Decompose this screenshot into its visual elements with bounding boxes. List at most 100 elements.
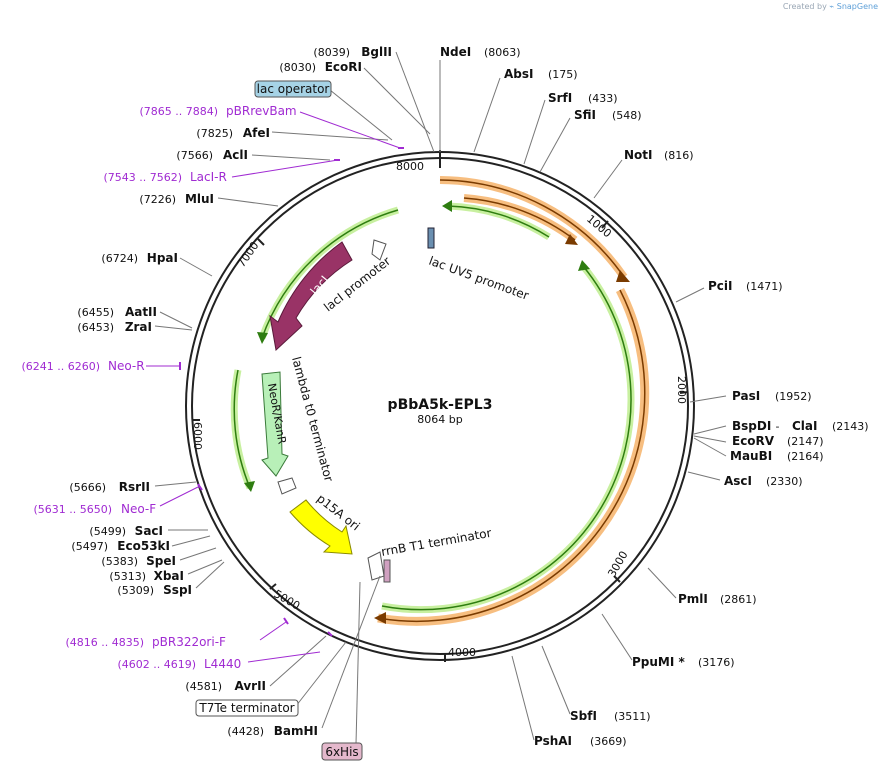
site-label-pmli: PmlI (2861) bbox=[678, 592, 757, 606]
site-pos: (2330) bbox=[766, 475, 803, 488]
site-name: EcoRV bbox=[732, 434, 775, 448]
site-name: PmlI bbox=[678, 592, 708, 606]
site-label-bamhi: (4428) BamHI bbox=[227, 724, 318, 738]
lambda-t0-terminator-label: lambda t0 terminator bbox=[289, 355, 336, 483]
his-tag-box: 6xHis bbox=[321, 742, 363, 761]
site-label-saci: (5499) SacI bbox=[89, 524, 163, 538]
site-pos: (2147) bbox=[787, 435, 824, 448]
site-name: PpuMI * bbox=[632, 655, 686, 669]
plasmid-name: pBbA5k-EPL3 bbox=[388, 397, 493, 413]
tick-label-7000: 7000 bbox=[235, 239, 262, 269]
site-label-ecori: (8030) EcoRI bbox=[279, 60, 362, 74]
site-label-noti: NotI (816) bbox=[624, 148, 694, 162]
primer-name: LacI-R bbox=[190, 170, 227, 184]
site-label-aatii: (6455) AatII bbox=[77, 305, 157, 319]
site-pos: (6455) bbox=[77, 306, 114, 319]
site-name: SfiI bbox=[574, 108, 596, 122]
tick-label-6000: 6000 bbox=[191, 422, 204, 450]
primer-label-laci-r: (7543 .. 7562) LacI-R bbox=[103, 170, 226, 184]
site-pos: (816) bbox=[664, 149, 694, 162]
lambda-terminator-arrow bbox=[277, 477, 297, 495]
site-name: AbsI bbox=[504, 67, 533, 81]
site-label-ppumi: PpuMI * (3176) bbox=[632, 655, 735, 669]
site-pos: (5497) bbox=[71, 540, 108, 553]
lac-operator-label: lac operator bbox=[257, 82, 330, 96]
primer-name: pBRrevBam bbox=[226, 104, 297, 118]
site-pos: (548) bbox=[612, 109, 642, 122]
site-pos: (7825) bbox=[196, 127, 233, 140]
credit-brand: SnapGene bbox=[836, 2, 878, 11]
primer-label-neo-f: (5631 .. 5650) Neo-F bbox=[33, 502, 156, 516]
site-label-srfi: SrfI (433) bbox=[548, 91, 618, 105]
site-label-afei: (7825) AfeI bbox=[196, 126, 270, 140]
t7te-terminator-box: T7Te terminator bbox=[195, 699, 299, 717]
site-label-sfii: SfiI (548) bbox=[574, 108, 642, 122]
site-label-avrii: (4581) AvrII bbox=[185, 679, 266, 693]
site-name: PshAI bbox=[534, 734, 572, 748]
site-name: BamHI bbox=[274, 724, 318, 738]
site-name: SpeI bbox=[146, 554, 176, 568]
leader-lines bbox=[154, 51, 727, 745]
snapgene-credit: Created by ⌁ SnapGene bbox=[783, 2, 878, 11]
site-label-zrai: (6453) ZraI bbox=[77, 320, 152, 334]
site-name: MauBI bbox=[730, 449, 772, 463]
primer-pos: (4816 .. 4835) bbox=[65, 636, 144, 649]
site-pos: (433) bbox=[588, 92, 618, 105]
primer-name: pBR322ori-F bbox=[152, 635, 226, 649]
primer-label-pbr322ori-f: (4816 .. 4835) pBR322ori-F bbox=[65, 635, 226, 649]
site-name: AclI bbox=[223, 148, 248, 162]
site-name: PciI bbox=[708, 279, 733, 293]
primer-marks bbox=[179, 147, 404, 637]
site-pos: (2143) bbox=[832, 420, 869, 433]
site-sep: - bbox=[772, 420, 783, 433]
site-pos: (175) bbox=[548, 68, 578, 81]
tick-label-8000: 8000 bbox=[396, 160, 424, 173]
site-label-mlui: (7226) MluI bbox=[139, 192, 214, 206]
site-label-sbfi: SbfI (3511) bbox=[570, 709, 651, 723]
site-name: RsrII bbox=[119, 480, 150, 494]
primer-label-l4440: (4602 .. 4619) L4440 bbox=[117, 657, 241, 671]
primer-pos: (5631 .. 5650) bbox=[33, 503, 112, 516]
primer-label-pbrrevbam: (7865 .. 7884) pBRrevBam bbox=[139, 104, 296, 118]
site-name: SspI bbox=[163, 583, 192, 597]
site-pos: (3176) bbox=[698, 656, 735, 669]
primer-pos: (7865 .. 7884) bbox=[139, 105, 218, 118]
site-pos: (1471) bbox=[746, 280, 783, 293]
site-label-eco53ki: (5497) Eco53kI bbox=[71, 539, 170, 553]
his-tag-label: 6xHis bbox=[325, 745, 358, 759]
rrnb-terminator-label: rrnB T1 terminator bbox=[380, 526, 492, 559]
site-name-2: ClaI bbox=[792, 419, 817, 433]
credit-prefix: Created by bbox=[782, 2, 827, 11]
site-pos: (3511) bbox=[614, 710, 651, 723]
site-name: SrfI bbox=[548, 91, 572, 105]
site-label-acli: (7566) AclI bbox=[176, 148, 248, 162]
site-name: PasI bbox=[732, 389, 760, 403]
primer-label-neo-r: (6241 .. 6260) Neo-R bbox=[21, 359, 144, 373]
site-pos: (7566) bbox=[176, 149, 213, 162]
site-name: EcoRI bbox=[325, 60, 362, 74]
site-name: AatII bbox=[125, 305, 157, 319]
site-pos: (5666) bbox=[69, 481, 106, 494]
site-pos: (7226) bbox=[139, 193, 176, 206]
neor-feature: NeoR/KanR bbox=[261, 371, 289, 477]
site-pos: (8030) bbox=[279, 61, 316, 74]
site-name: ZraI bbox=[125, 320, 152, 334]
orf-arcs bbox=[374, 176, 650, 626]
site-name: XbaI bbox=[154, 569, 184, 583]
primer-name: Neo-R bbox=[108, 359, 145, 373]
site-pos: (6724) bbox=[101, 252, 138, 265]
snapgene-logo-icon: ⌁ bbox=[829, 2, 835, 11]
t7te-terminator-label: T7Te terminator bbox=[198, 701, 294, 715]
site-name: SbfI bbox=[570, 709, 597, 723]
lac-uv5-promoter-label: lac UV5 promoter bbox=[427, 254, 531, 303]
lac-uv5-promoter-glyph bbox=[427, 227, 435, 249]
site-pos: (4428) bbox=[227, 725, 264, 738]
primer-leader-lines bbox=[146, 111, 401, 663]
laci-promoter-arrow bbox=[371, 239, 387, 261]
site-pos: (6453) bbox=[77, 321, 114, 334]
site-name: NotI bbox=[624, 148, 653, 162]
primer-pos: (4602 .. 4619) bbox=[117, 658, 196, 671]
tick-label-2000: 2000 bbox=[675, 376, 688, 404]
tick-marks bbox=[192, 150, 689, 662]
